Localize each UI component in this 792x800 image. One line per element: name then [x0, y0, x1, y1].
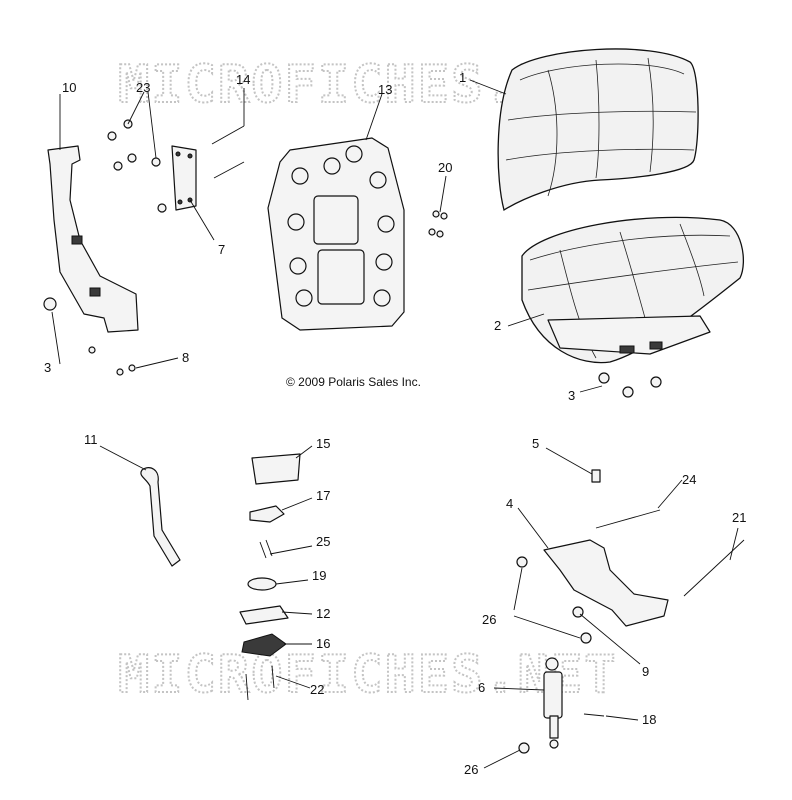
callout-3-left: 3 [44, 360, 51, 375]
shock-absorber-part [543, 657, 605, 749]
callout-9: 9 [642, 664, 649, 679]
callout-10: 10 [62, 80, 76, 95]
callout-7: 7 [218, 242, 225, 257]
callout-11: 11 [84, 432, 98, 447]
seat-plate-part [267, 137, 405, 331]
callout-16: 16 [316, 636, 330, 651]
misc-fasteners [516, 469, 601, 754]
seat-back-part [497, 48, 699, 212]
strap-part [140, 467, 181, 567]
callout-25: 25 [316, 534, 330, 549]
callout-12: 12 [316, 606, 330, 621]
callout-20: 20 [438, 160, 452, 175]
callout-3-right: 3 [568, 388, 575, 403]
callout-5: 5 [532, 436, 539, 451]
callout-26-upper: 26 [482, 612, 496, 627]
leader-lines [51, 79, 739, 769]
latch-stack-parts [239, 453, 301, 701]
callout-4: 4 [506, 496, 513, 511]
copyright-text: © 2009 Polaris Sales Inc. [286, 375, 421, 389]
callout-24: 24 [682, 472, 696, 487]
callout-2: 2 [494, 318, 501, 333]
callout-22: 22 [310, 682, 324, 697]
callout-13: 13 [378, 82, 392, 97]
mount-plate-part [171, 145, 197, 211]
callout-23: 23 [136, 80, 150, 95]
callout-18: 18 [642, 712, 656, 727]
callout-21: 21 [732, 510, 746, 525]
bolt-14-part [211, 125, 245, 179]
callout-19: 19 [312, 568, 326, 583]
callout-17: 17 [316, 488, 330, 503]
callout-8: 8 [182, 350, 189, 365]
callout-6: 6 [478, 680, 485, 695]
callout-14: 14 [236, 72, 250, 87]
watermark-bottom: MICROFICHES.NET [118, 645, 618, 705]
callout-26-lower: 26 [464, 762, 478, 777]
callout-15: 15 [316, 436, 330, 451]
seat-frame-part [543, 509, 745, 627]
seat-cushion-part [521, 216, 744, 364]
bracket-part [47, 145, 139, 333]
callout-1: 1 [459, 70, 466, 85]
hardware-nuts [43, 119, 662, 398]
